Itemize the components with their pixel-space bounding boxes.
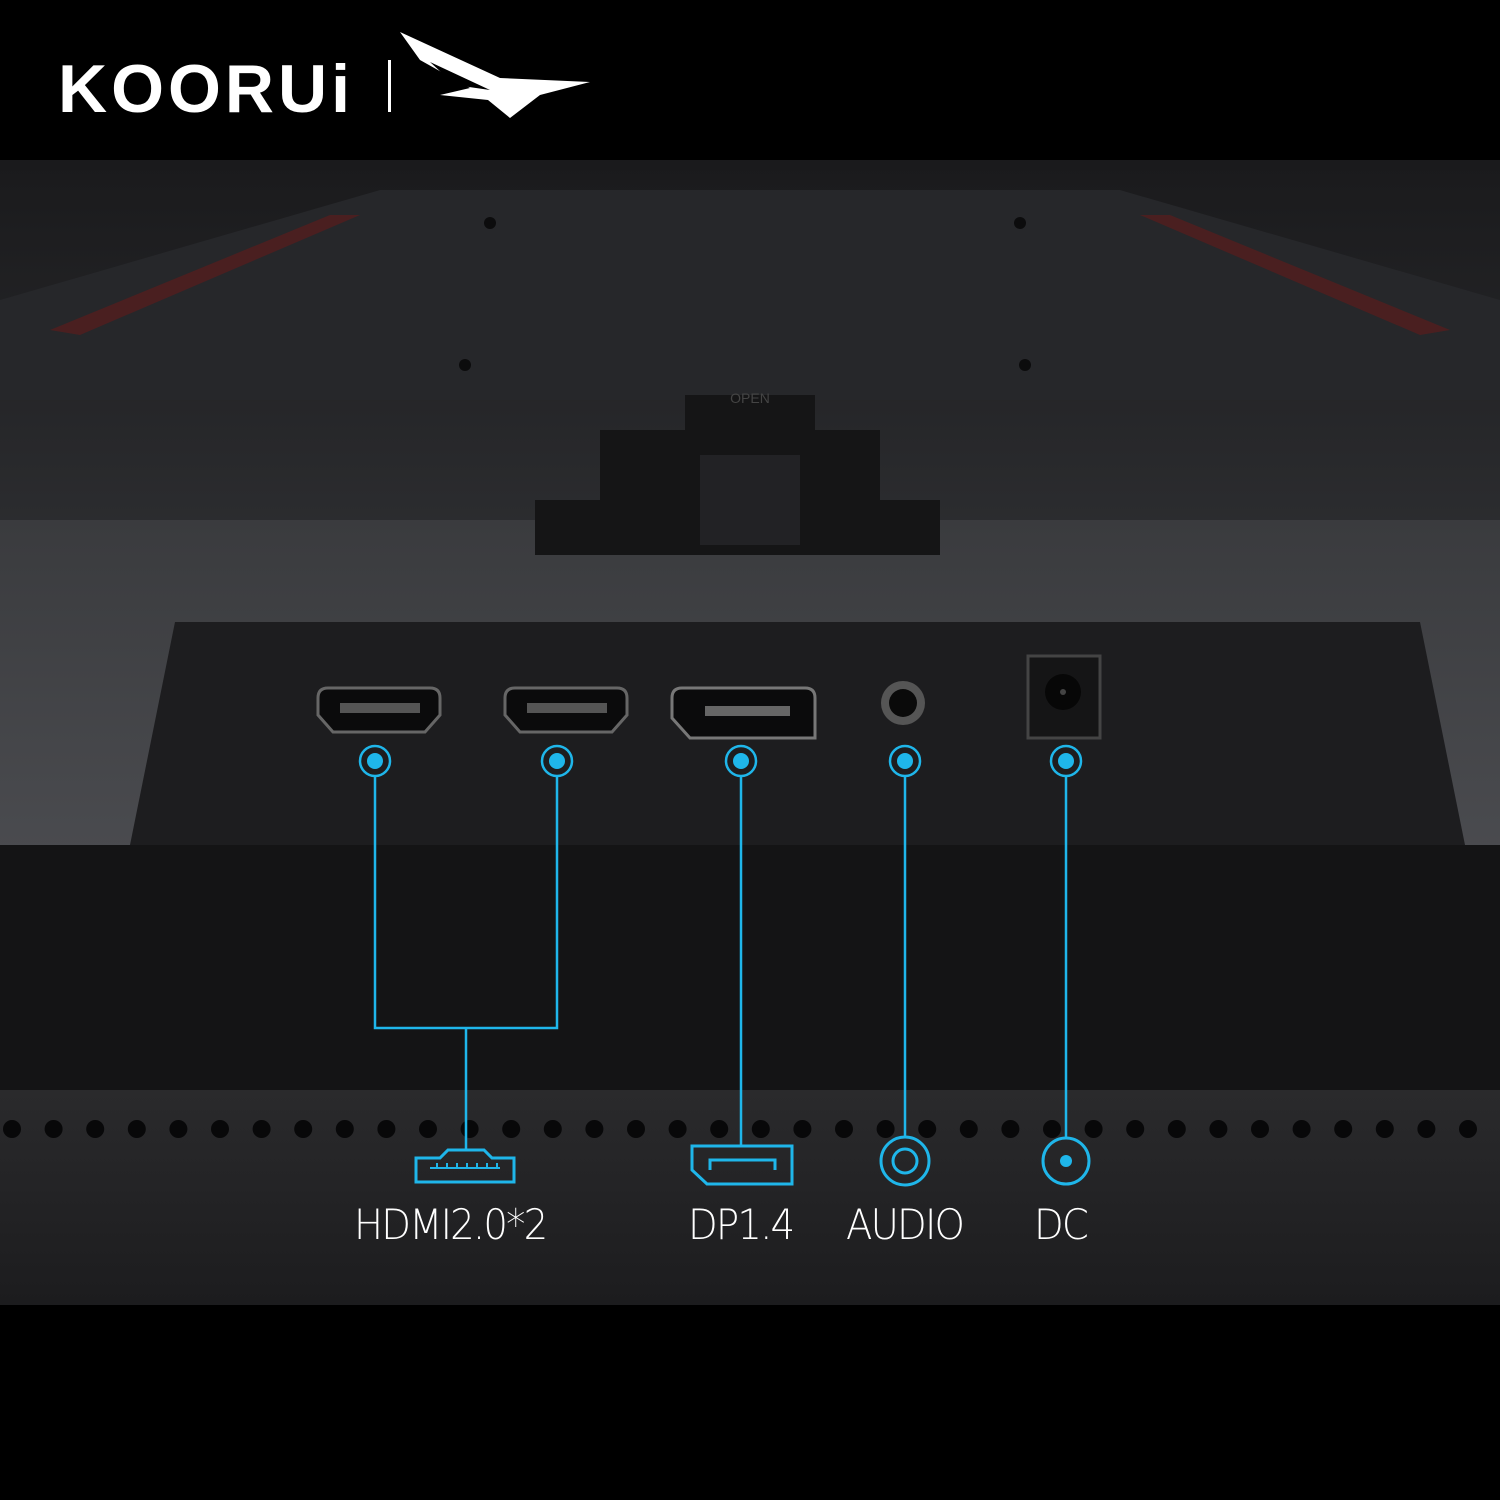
vent-hole	[502, 1120, 521, 1138]
displayport-port	[670, 686, 817, 740]
vent-hole	[751, 1120, 770, 1138]
label-hdmi: HDMI2.0*2	[354, 1200, 548, 1249]
red-accent-right	[1140, 215, 1450, 335]
callout-dots	[358, 744, 1083, 778]
vent-hole	[918, 1120, 937, 1138]
vent-hole	[1001, 1120, 1020, 1138]
hdmi-port-2	[503, 686, 629, 734]
label-dp: DP1.4	[688, 1200, 795, 1249]
vent-hole	[127, 1120, 146, 1138]
callout-dot-ring	[540, 744, 574, 778]
vent-hole	[211, 1120, 229, 1138]
callout-dot-ring	[888, 744, 922, 778]
displayport-icon	[690, 1144, 794, 1186]
audio-jack-icon	[879, 1135, 931, 1187]
vent-hole	[835, 1120, 853, 1138]
vent-hole	[44, 1120, 63, 1138]
callout-dot-hdmi-2	[549, 753, 565, 769]
vent-hole	[1084, 1120, 1103, 1138]
vent-hole	[1292, 1120, 1311, 1138]
vent-hole	[1043, 1120, 1061, 1138]
vent-hole	[252, 1120, 271, 1138]
eagle-wing-icon	[400, 32, 590, 118]
vent-hole	[959, 1120, 978, 1138]
brand-logo: KOORUi	[58, 51, 354, 127]
red-accent-left	[50, 215, 360, 335]
hdmi-port-1	[316, 686, 442, 734]
housing-panel	[0, 190, 1500, 400]
dc-power-icon	[1041, 1136, 1091, 1186]
vesa-holes	[459, 217, 1031, 371]
vent-hole	[3, 1120, 21, 1138]
callout-dot-dc	[1058, 753, 1074, 769]
vent-hole	[1126, 1120, 1145, 1138]
vent-hole	[1459, 1120, 1477, 1138]
vent-hole	[627, 1120, 645, 1138]
dc-power-port	[1026, 654, 1102, 740]
vent-hole	[793, 1120, 812, 1138]
vent-hole	[876, 1120, 895, 1138]
vent-hole	[585, 1120, 604, 1138]
label-audio: AUDIO	[846, 1200, 965, 1249]
hdmi-icon-pins	[430, 1163, 500, 1169]
vent-hole	[169, 1120, 188, 1138]
vent-hole	[1251, 1120, 1269, 1138]
vent-hole	[710, 1120, 729, 1138]
vent-hole	[1209, 1120, 1228, 1138]
callout-lines	[373, 775, 1068, 1150]
callout-dot-ring	[1049, 744, 1083, 778]
vent-hole	[1417, 1120, 1436, 1138]
vent-hole	[294, 1120, 313, 1138]
audio-jack-port	[881, 681, 925, 725]
vent-holes	[3, 1120, 1477, 1138]
vent-hole	[335, 1120, 354, 1138]
callout-dot-ring	[358, 744, 392, 778]
vent-hole	[1167, 1120, 1186, 1138]
open-engraving: OPEN	[730, 390, 770, 406]
vent-hole	[419, 1120, 437, 1138]
callout-dot-audio	[897, 753, 913, 769]
vent-hole	[1334, 1120, 1353, 1138]
displayport-icon-inner	[708, 1158, 777, 1170]
bottom-bezel	[0, 845, 1500, 1090]
vent-strip	[0, 1090, 1500, 1305]
vent-hole	[668, 1120, 687, 1138]
logo-divider	[388, 60, 391, 112]
vent-hole	[460, 1120, 479, 1138]
vent-hole	[1375, 1120, 1394, 1138]
dc-power-icon-center	[1060, 1155, 1072, 1167]
vent-hole	[377, 1120, 396, 1138]
vent-hole	[543, 1120, 562, 1138]
callout-dot-ring	[724, 744, 758, 778]
label-dc: DC	[1034, 1200, 1089, 1249]
hdmi-icon	[414, 1148, 516, 1184]
callout-dot-dp	[733, 753, 749, 769]
vent-hole	[86, 1120, 105, 1138]
callout-dot-hdmi-1	[367, 753, 383, 769]
